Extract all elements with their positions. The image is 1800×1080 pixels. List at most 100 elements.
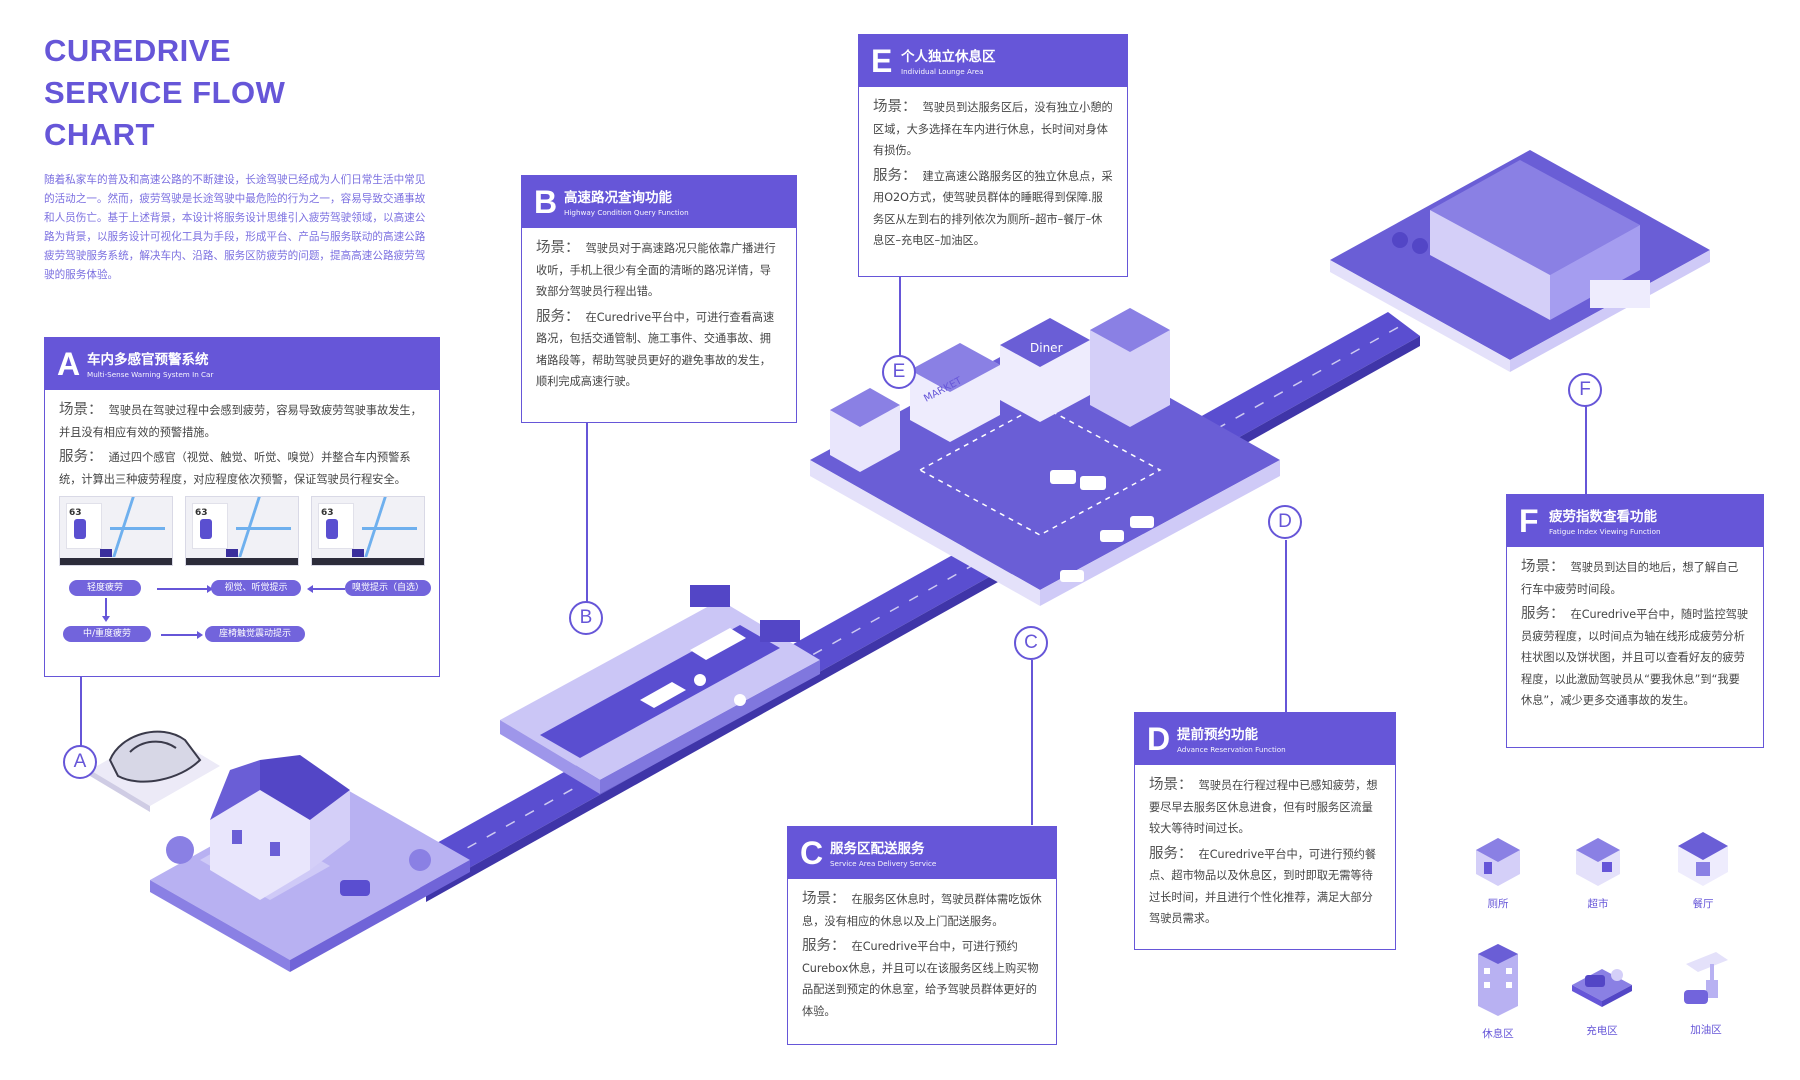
scene-label: 场景： [59,402,103,418]
card-c-service: 服务：在Curedrive平台中，可进行预约Curebox休息，并且可以在该服务… [802,938,1039,1018]
card-b-letter: B [534,184,558,220]
legend-charging: 充电区 [1552,955,1652,1038]
warning-flow: 轻度疲劳 视觉、听觉提示 嗅觉提示（自选） 中/重度疲劳 座椅触觉震动提示 [59,576,431,650]
car-icon [326,519,338,539]
card-d-title: 提前预约功能 [1177,727,1258,743]
legend-gas-station: 加油区 [1656,950,1756,1037]
toilet-icon [1476,838,1520,886]
card-c-letter: C [800,835,824,871]
card-f-header: F 疲劳指数查看功能 Fatigue Index Viewing Functio… [1507,495,1763,547]
connector-d [1285,540,1287,712]
card-d-header: D 提前预约功能 Advance Reservation Function [1135,713,1395,765]
marker-b: B [569,601,603,635]
flow-visual-audio: 视觉、听觉提示 [211,580,301,596]
legend-toilet: 厕所 [1448,828,1548,911]
marker-e: E [882,355,916,389]
legend-lounge: 休息区 [1448,938,1548,1041]
lounge-icon [1478,944,1518,1016]
card-d-letter: D [1147,721,1171,757]
highway-section-b [500,585,820,794]
card-a-header: A 车内多感官预警系统 Multi-Sense Warning System I… [45,338,439,390]
intro-text: 随着私家车的普及和高速公路的不断建设，长途驾驶已经成为人们日常生活中常见的活动之… [44,174,426,281]
card-b-service: 服务：在Curedrive平台中，可进行查看高速路况，包括交通管制、施工事件、交… [536,308,775,389]
flow-medium-fatigue: 中/重度疲劳 [63,626,151,642]
connector-c [1031,660,1033,825]
card-f-subtitle: Fatigue Index Viewing Function [1549,527,1661,536]
house-icon [210,790,310,900]
card-c-scene: 场景：在服务区休息时，驾驶员群体需吃饭休息，没有相应的休息以及上门配送服务。 [802,891,1042,928]
card-b-scene: 场景：驾驶员对于高速路况只能依靠广播进行收听，手机上很少有全面的清晰的路况详情，… [536,240,776,298]
warning-screen-3: 63 [311,496,425,566]
card-a-title: 车内多感官预警系统 [87,352,209,368]
marker-a: A [63,745,97,779]
card-f-body: 场景：驾驶员到达目的地后，想了解自己行车中疲劳时间段。 服务：在Curedriv… [1507,547,1763,724]
card-a: A 车内多感官预警系统 Multi-Sense Warning System I… [44,337,440,677]
card-f: F 疲劳指数查看功能 Fatigue Index Viewing Functio… [1506,494,1764,748]
flow-arrow [307,585,345,592]
warning-screen-2: 63 [185,496,299,566]
connector-a [80,676,82,746]
card-e-service: 服务：建立高速公路服务区的独立休息点，采用O2O方式，使驾驶员群体的睡眠得到保障… [873,167,1113,248]
card-b-body: 场景：驾驶员对于高速路况只能依靠广播进行收听，手机上很少有全面的清晰的路况详情，… [522,228,796,405]
card-e-letter: E [871,43,893,79]
service-label: 服务： [59,449,103,465]
card-b: B 高速路况查询功能 Highway Condition Query Funct… [521,175,797,423]
card-a-subtitle: Multi-Sense Warning System In Car [87,370,214,379]
card-c-body: 场景：在服务区休息时，驾驶员群体需吃饭休息，没有相应的休息以及上门配送服务。 服… [788,879,1056,1034]
warning-screen-1: 63 [59,496,173,566]
charging-icon [1572,969,1632,1007]
card-a-service: 服务：通过四个感官（视觉、触觉、听觉、嗅觉）并整合车内预警系统，计算出三种疲劳程… [59,449,411,486]
card-c-subtitle: Service Area Delivery Service [830,859,937,868]
card-c-header: C 服务区配送服务 Service Area Delivery Service [788,827,1056,879]
card-e-title: 个人独立休息区 [901,49,996,65]
car-icon [74,519,86,539]
card-e-header: E 个人独立休息区 Individual Lounge Area [859,35,1127,87]
card-c-title: 服务区配送服务 [830,841,925,857]
card-a-letter: A [57,346,81,382]
marker-d: D [1268,505,1302,539]
card-e-scene: 场景：驾驶员到达服务区后，没有独立小憩的区域，大多选择在车内进行休息，长时间对身… [873,99,1113,157]
car-interior-platform [90,730,220,812]
page-title: CUREDRIVE SERVICE FLOW CHART [44,33,286,152]
card-c: C 服务区配送服务 Service Area Delivery Service … [787,826,1057,1045]
flow-arrow [102,598,109,622]
card-d-scene: 场景：驾驶员在行程过程中已感知疲劳，想要尽早去服务区休息进食，但有时服务区流量较… [1149,777,1378,835]
house-platform [150,755,470,972]
legend-restaurant: 餐厅 [1653,822,1753,911]
flow-smell: 嗅觉提示（自选） [345,580,431,596]
card-d-subtitle: Advance Reservation Function [1177,745,1286,754]
card-e: E 个人独立休息区 Individual Lounge Area 场景：驾驶员到… [858,34,1128,277]
card-b-header: B 高速路况查询功能 Highway Condition Query Funct… [522,176,796,228]
card-d-body: 场景：驾驶员在行程过程中已感知疲劳，想要尽早去服务区休息进食，但有时服务区流量较… [1135,765,1395,942]
card-e-body: 场景：驾驶员到达服务区后，没有独立小憩的区域，大多选择在车内进行休息，长时间对身… [859,87,1127,264]
card-d-service: 服务：在Curedrive平台中，可进行预约餐点、超市物品以及休息区，到时即取无… [1149,845,1377,926]
card-e-subtitle: Individual Lounge Area [901,67,984,76]
diner-sign: Diner [1030,341,1063,355]
warning-screens: 63 63 63 [59,496,425,566]
card-a-body: 场景：驾驶员在驾驶过程中会感到疲劳，容易导致疲劳驾驶事故发生，并且没有相应有效的… [45,390,439,658]
card-d: D 提前预约功能 Advance Reservation Function 场景… [1134,712,1396,950]
car-icon [200,519,212,539]
restaurant-icon [1678,832,1728,886]
gas-station-icon [1684,952,1728,1004]
destination-platform [1330,150,1710,372]
card-a-scene: 场景：驾驶员在驾驶过程中会感到疲劳，容易导致疲劳驾驶事故发生，并且没有相应有效的… [59,402,422,439]
supermarket-icon [1576,838,1620,886]
legend-supermarket: 超市 [1548,828,1648,911]
flow-light-fatigue: 轻度疲劳 [69,580,141,596]
marker-c: C [1014,626,1048,660]
card-f-service: 服务：在Curedrive平台中，随时监控驾驶员疲劳程度，以时间点为轴在线形成疲… [1521,606,1749,707]
flow-seat-vibration: 座椅触觉震动提示 [205,626,305,642]
service-area-platform: MARKET Diner [810,308,1280,606]
connector-f [1585,406,1587,494]
marker-f: F [1568,373,1602,407]
connector-e [899,276,901,356]
card-f-scene: 场景：驾驶员到达目的地后，想了解自己行车中疲劳时间段。 [1521,559,1739,596]
card-f-title: 疲劳指数查看功能 [1549,509,1657,525]
flow-arrow [161,631,203,638]
card-f-letter: F [1519,503,1539,539]
card-b-subtitle: Highway Condition Query Function [564,208,689,217]
card-b-title: 高速路况查询功能 [564,190,672,206]
flow-arrow [157,585,213,592]
